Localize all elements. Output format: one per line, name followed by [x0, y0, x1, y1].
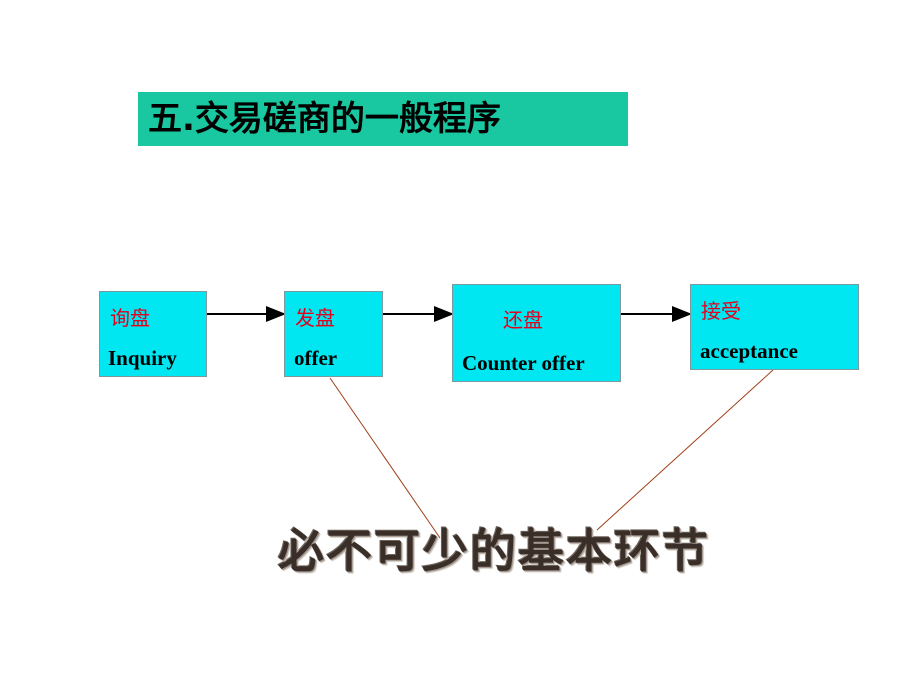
connector-offer-to-footer — [329, 377, 441, 539]
step-en-label: Inquiry — [108, 346, 177, 370]
step-box-offer: 发盘 offer — [284, 291, 383, 377]
page-title: 五.交易磋商的一般程序 — [138, 92, 628, 146]
step-en-label: Counter offer — [462, 351, 585, 375]
step-en-label: acceptance — [700, 339, 798, 363]
step-cn-label: 发盘 — [295, 306, 335, 330]
step-en-label: offer — [294, 346, 338, 370]
step-box-inquiry: 询盘 Inquiry — [99, 291, 207, 377]
footer-caption: 必不可少的基本环节 — [278, 524, 710, 578]
step-box-acceptance: 接受 acceptance — [690, 284, 859, 370]
step-cn-label: 还盘 — [503, 308, 543, 332]
connector-acceptance-to-footer — [596, 369, 774, 531]
step-cn-label: 询盘 — [110, 306, 150, 330]
step-box-counter-offer: 还盘 Counter offer — [452, 284, 621, 382]
step-cn-label: 接受 — [701, 299, 741, 323]
